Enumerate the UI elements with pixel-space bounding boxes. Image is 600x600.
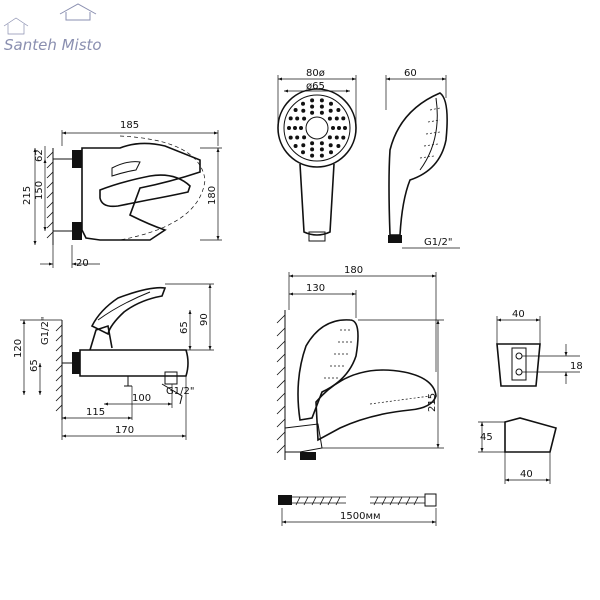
nozzle [301, 108, 306, 113]
dim-width-40: 40 [512, 309, 525, 320]
wall-hatch [46, 148, 54, 245]
nozzle [331, 126, 335, 130]
nozzle [310, 104, 315, 109]
shower-nozzles [287, 98, 347, 158]
bracket-side-view: 45 40 [478, 417, 557, 484]
nozzle [287, 126, 291, 130]
dim-offset-20: 20 [76, 258, 89, 269]
nozzle [310, 98, 315, 103]
mixer-side-view: 90 65 120 65 G1/2" 115 100 G1/2" 170 [13, 283, 214, 440]
hand-shower-side-view: 60 G1/2" [385, 68, 460, 249]
nozzle [295, 135, 300, 140]
nozzle [341, 135, 346, 140]
dim-width-40-side: 40 [520, 469, 533, 480]
dim-length-100: 100 [132, 393, 151, 404]
nozzle [319, 98, 324, 103]
dim-thread-g12: G1/2" [40, 317, 51, 345]
nozzle [334, 116, 339, 121]
hand-shower-front-view: 80ø ø65 [277, 68, 357, 242]
nozzle [336, 108, 341, 112]
nozzle [293, 144, 298, 148]
dim-length-115: 115 [86, 407, 105, 418]
shower-hose: 1500мм [278, 493, 437, 526]
dim-width: 185 [120, 120, 139, 131]
nozzle [319, 153, 324, 158]
dim-height-215: 215 [427, 393, 438, 412]
nozzle [310, 110, 315, 115]
nozzle [334, 135, 339, 140]
nozzle [295, 116, 300, 121]
dim-width-180: 180 [344, 265, 363, 276]
nozzle [337, 126, 341, 130]
nozzle [310, 147, 315, 152]
brand-logo: Santeh Misto [3, 3, 102, 54]
nozzle [293, 126, 297, 130]
dim-height-18: 18 [570, 361, 583, 372]
dim-height-65-left: 65 [29, 359, 40, 372]
dim-height-65-right: 65 [179, 321, 190, 334]
nozzle [343, 126, 347, 130]
dim-height-180: 180 [207, 186, 218, 205]
nozzle [301, 101, 305, 106]
dim-diameter-65: ø65 [306, 81, 325, 92]
logo-text: Santeh Misto [4, 36, 102, 54]
nozzle [302, 116, 307, 121]
dim-depth-60: 60 [404, 68, 417, 79]
nozzle [327, 116, 332, 121]
nozzle [293, 108, 298, 112]
wall-hatch [276, 310, 286, 460]
mixer-front-view: 185 215 150 62 180 20 [22, 120, 222, 269]
shower-holder-assembly: 180 130 215 [276, 265, 444, 460]
wall-hatch [55, 320, 63, 420]
dim-height-45: 45 [480, 432, 493, 443]
dim-height-90: 90 [199, 313, 210, 326]
nozzle [302, 135, 307, 140]
nozzle [319, 147, 324, 152]
nozzle [336, 144, 341, 148]
nozzle [319, 110, 324, 115]
nozzle [288, 116, 293, 121]
nozzle [301, 143, 306, 148]
dim-length-170: 170 [115, 425, 134, 436]
nozzle [288, 135, 293, 140]
dim-thread-g12-outlet: G1/2" [166, 386, 194, 397]
dim-height-120: 120 [13, 339, 24, 358]
nozzle [341, 116, 346, 121]
nozzle [299, 126, 303, 130]
dim-width-130: 130 [306, 283, 325, 294]
dim-height-215: 215 [22, 186, 33, 205]
nozzle [301, 150, 305, 155]
dim-thread-g12-handle: G1/2" [424, 237, 452, 248]
dim-height-62: 62 [34, 149, 45, 162]
nozzle [327, 135, 332, 140]
nozzle [310, 153, 315, 158]
bracket-front-view: 40 18 [496, 309, 583, 387]
dim-height-150: 150 [34, 181, 45, 200]
nozzle [310, 141, 315, 146]
dim-diameter-80: 80ø [306, 68, 325, 79]
nozzle [319, 141, 324, 146]
nozzle [328, 108, 333, 113]
nozzle [319, 104, 324, 109]
nozzle [328, 143, 333, 148]
nozzle [329, 101, 333, 106]
dim-hose-length: 1500мм [340, 511, 381, 522]
nozzle [329, 150, 333, 155]
